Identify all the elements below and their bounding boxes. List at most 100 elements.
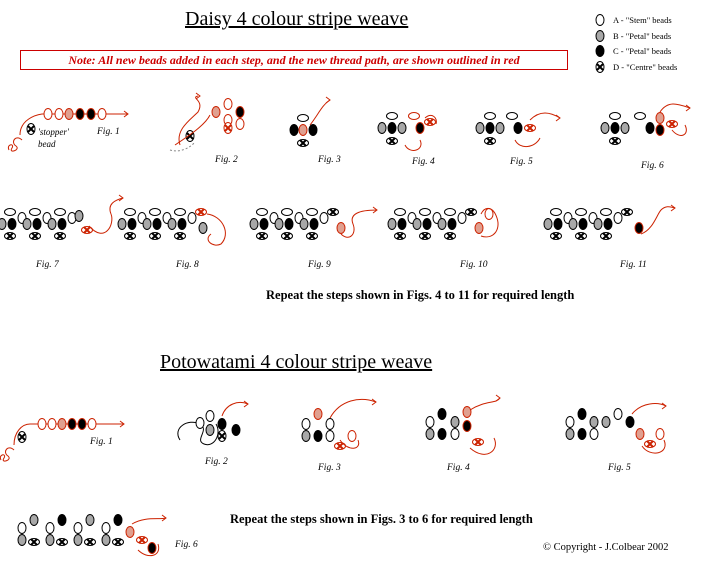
stem-bead-icon [394, 208, 406, 216]
centre-bead-cross-icon [151, 232, 159, 240]
stem-bead-icon [29, 208, 41, 216]
stem-bead-icon [73, 522, 83, 534]
stem-bead-icon [37, 418, 47, 430]
petal-b-bead-icon [655, 112, 665, 124]
stem-bead-icon [17, 522, 27, 534]
petal-b-bead-icon [412, 218, 422, 230]
stem-bead-icon [444, 208, 456, 216]
thread-path [7, 137, 23, 152]
petal-b-bead-icon [125, 526, 135, 538]
legend-c: C - "Petal" beads [613, 46, 672, 56]
petal-c-bead-icon [485, 122, 495, 134]
daisy-fig-8-label: Fig. 8 [176, 260, 199, 270]
centre-bead-cross-icon [396, 232, 404, 240]
centre-bead-cross-icon [30, 538, 38, 546]
thread-path [178, 95, 201, 146]
stem-bead-icon [613, 212, 623, 224]
centre-bead-cross-icon [486, 137, 494, 145]
petal-b-bead-icon [387, 218, 397, 230]
thread-path [339, 439, 360, 449]
daisy-repeat-instruction: Repeat the steps shown in Figs. 4 to 11 … [266, 288, 575, 302]
petal-c-bead-icon [645, 122, 655, 134]
petal-b-bead-icon [635, 428, 645, 440]
centre-bead-cross-icon [552, 232, 560, 240]
thread-arrow-icon [371, 398, 377, 406]
thread-path [659, 103, 691, 113]
thread-path [137, 543, 160, 557]
petal-c-bead-icon [422, 218, 432, 230]
centre-bead-cross-icon [596, 63, 604, 71]
thread-loop-path [177, 421, 219, 446]
stem-bead-icon [187, 212, 197, 224]
petal-c-bead-icon [67, 418, 77, 430]
potowatami-fig-3-label: Fig. 3 [318, 463, 341, 473]
centre-bead-cross-icon [308, 232, 316, 240]
petal-b-bead-icon [47, 218, 57, 230]
daisy-fig-4-label: Fig. 4 [412, 157, 435, 167]
petal-b-bead-icon [142, 218, 152, 230]
petal-b-bead-icon [274, 218, 284, 230]
petal-c-bead-icon [437, 428, 447, 440]
centre-bead-cross-icon [114, 538, 122, 546]
daisy-fig-10-label: Fig. 10 [460, 260, 488, 270]
petal-c-bead-icon [595, 45, 605, 57]
thread-path [469, 437, 496, 455]
stem-bead-icon [149, 208, 161, 216]
petal-c-bead-icon [284, 218, 294, 230]
petal-b-bead-icon [593, 218, 603, 230]
centre-bead-cross-icon [218, 432, 226, 440]
thread-path [19, 113, 128, 136]
centre-bead-cross-icon [623, 208, 631, 216]
petal-c-bead-icon [75, 108, 85, 120]
stem-bead-icon [297, 114, 309, 122]
petal-c-bead-icon [577, 408, 587, 420]
stem-bead-icon [484, 112, 496, 120]
daisy-fig-7-label: Fig. 7 [36, 260, 59, 270]
centre-bead-cross-icon [27, 125, 35, 133]
stem-bead-icon [325, 418, 335, 430]
centre-bead-cross-icon [197, 208, 205, 216]
petal-c-bead-icon [309, 218, 319, 230]
stem-bead-icon [223, 98, 233, 110]
petal-b-bead-icon [29, 514, 39, 526]
petal-b-bead-icon [565, 428, 575, 440]
petal-c-bead-icon [625, 416, 635, 428]
petal-b-bead-icon [462, 406, 472, 418]
thread-arrow-icon [123, 110, 129, 118]
petal-b-bead-icon [74, 210, 84, 222]
petal-c-bead-icon [147, 542, 157, 554]
centre-bead-cross-icon [329, 208, 337, 216]
centre-bead-cross-icon [446, 232, 454, 240]
petal-c-bead-icon [437, 408, 447, 420]
thread-arrow-icon [161, 514, 167, 522]
petal-b-bead-icon [298, 124, 308, 136]
petal-b-bead-icon [595, 30, 605, 42]
thread-path [529, 112, 561, 121]
petal-c-bead-icon [513, 122, 523, 134]
petal-b-bead-icon [211, 106, 221, 118]
thread-path [631, 403, 667, 415]
petal-b-bead-icon [543, 218, 553, 230]
centre-bead-cross-icon [31, 232, 39, 240]
centre-bead-cross-icon [83, 226, 91, 234]
stem-bead-icon [506, 112, 518, 120]
centre-bead-cross-icon [176, 232, 184, 240]
petal-b-bead-icon [568, 218, 578, 230]
stem-bead-icon [235, 118, 245, 130]
potowatami-fig-5-label: Fig. 5 [608, 463, 631, 473]
stem-bead-icon [609, 112, 621, 120]
petal-c-bead-icon [387, 122, 397, 134]
petal-c-bead-icon [7, 218, 17, 230]
thread-path [109, 197, 124, 215]
petal-c-bead-icon [553, 218, 563, 230]
stem-bead-icon [43, 108, 53, 120]
petal-b-bead-icon [299, 218, 309, 230]
petal-c-bead-icon [578, 218, 588, 230]
petal-c-bead-icon [655, 124, 665, 136]
thread-arrow-icon [685, 104, 691, 112]
stem-bead-icon [408, 112, 420, 120]
centre-bead-cross-icon [388, 137, 396, 145]
petal-c-bead-icon [77, 418, 87, 430]
centre-bead-cross-icon [611, 137, 619, 145]
stem-bead-icon [347, 430, 357, 442]
